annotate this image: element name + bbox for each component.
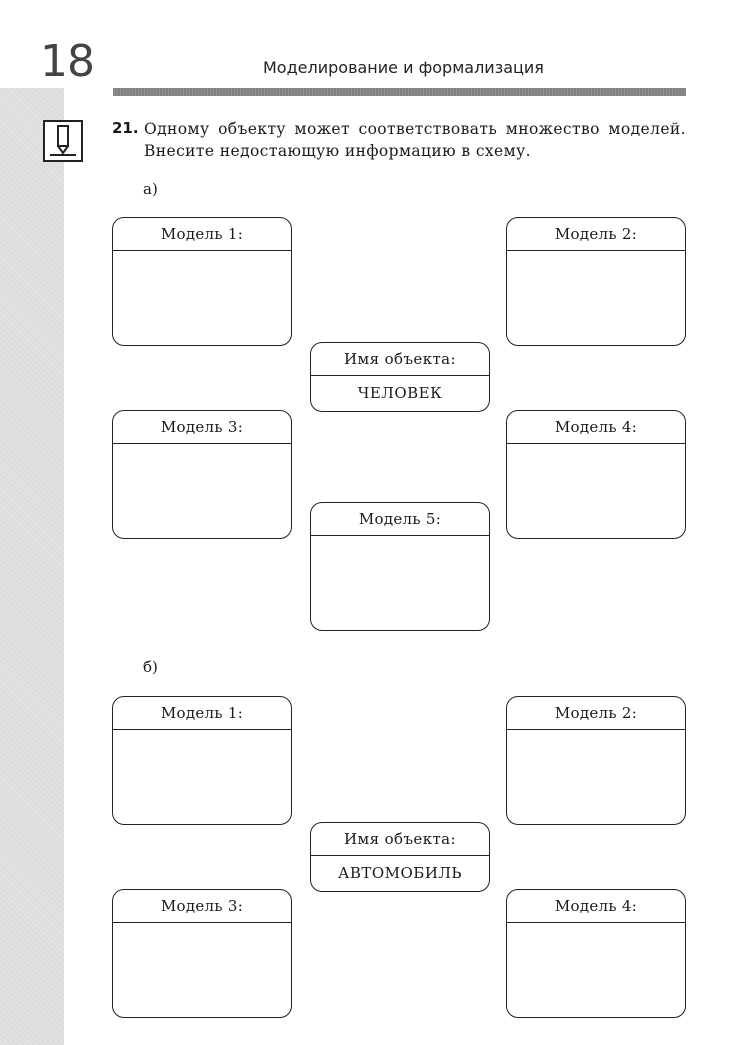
model-label: Модель 2: (507, 697, 685, 730)
model-label: Модель 3: (113, 411, 291, 444)
chapter-title: Моделирование и формализация (263, 58, 544, 77)
part-b-model-3-box[interactable]: Модель 3: (112, 889, 292, 1018)
object-name-label: Имя объекта: (311, 343, 489, 376)
pencil-task-icon (43, 120, 83, 162)
task-instruction: Одному объекту может соответствовать мно… (144, 120, 686, 160)
part-a-model-5-box[interactable]: Модель 5: (310, 502, 490, 631)
part-b-model-2-box[interactable]: Модель 2: (506, 696, 686, 825)
page-number: 18 (40, 36, 95, 87)
header-divider (113, 88, 686, 96)
model-label: Модель 3: (113, 890, 291, 923)
model-label: Модель 5: (311, 503, 489, 536)
model-label: Модель 4: (507, 411, 685, 444)
object-name-value: ЧЕЛОВЕК (357, 384, 443, 402)
model-label: Модель 1: (113, 697, 291, 730)
model-label: Модель 2: (507, 218, 685, 251)
part-a-label: а) (143, 180, 158, 198)
part-a-model-3-box[interactable]: Модель 3: (112, 410, 292, 539)
part-a-object-box: Имя объекта: ЧЕЛОВЕК (310, 342, 490, 412)
model-label: Модель 4: (507, 890, 685, 923)
part-a-model-4-box[interactable]: Модель 4: (506, 410, 686, 539)
model-label: Модель 1: (113, 218, 291, 251)
page-margin-strip (0, 88, 64, 1045)
part-a-model-1-box[interactable]: Модель 1: (112, 217, 292, 346)
task-number: 21. (112, 119, 139, 137)
part-b-model-1-box[interactable]: Модель 1: (112, 696, 292, 825)
object-name-value: АВТОМОБИЛЬ (337, 864, 463, 882)
part-b-object-box: Имя объекта: АВТОМОБИЛЬ (310, 822, 490, 892)
part-b-label: б) (143, 658, 158, 676)
part-a-model-2-box[interactable]: Модель 2: (506, 217, 686, 346)
object-name-label: Имя объекта: (311, 823, 489, 856)
part-b-model-4-box[interactable]: Модель 4: (506, 889, 686, 1018)
